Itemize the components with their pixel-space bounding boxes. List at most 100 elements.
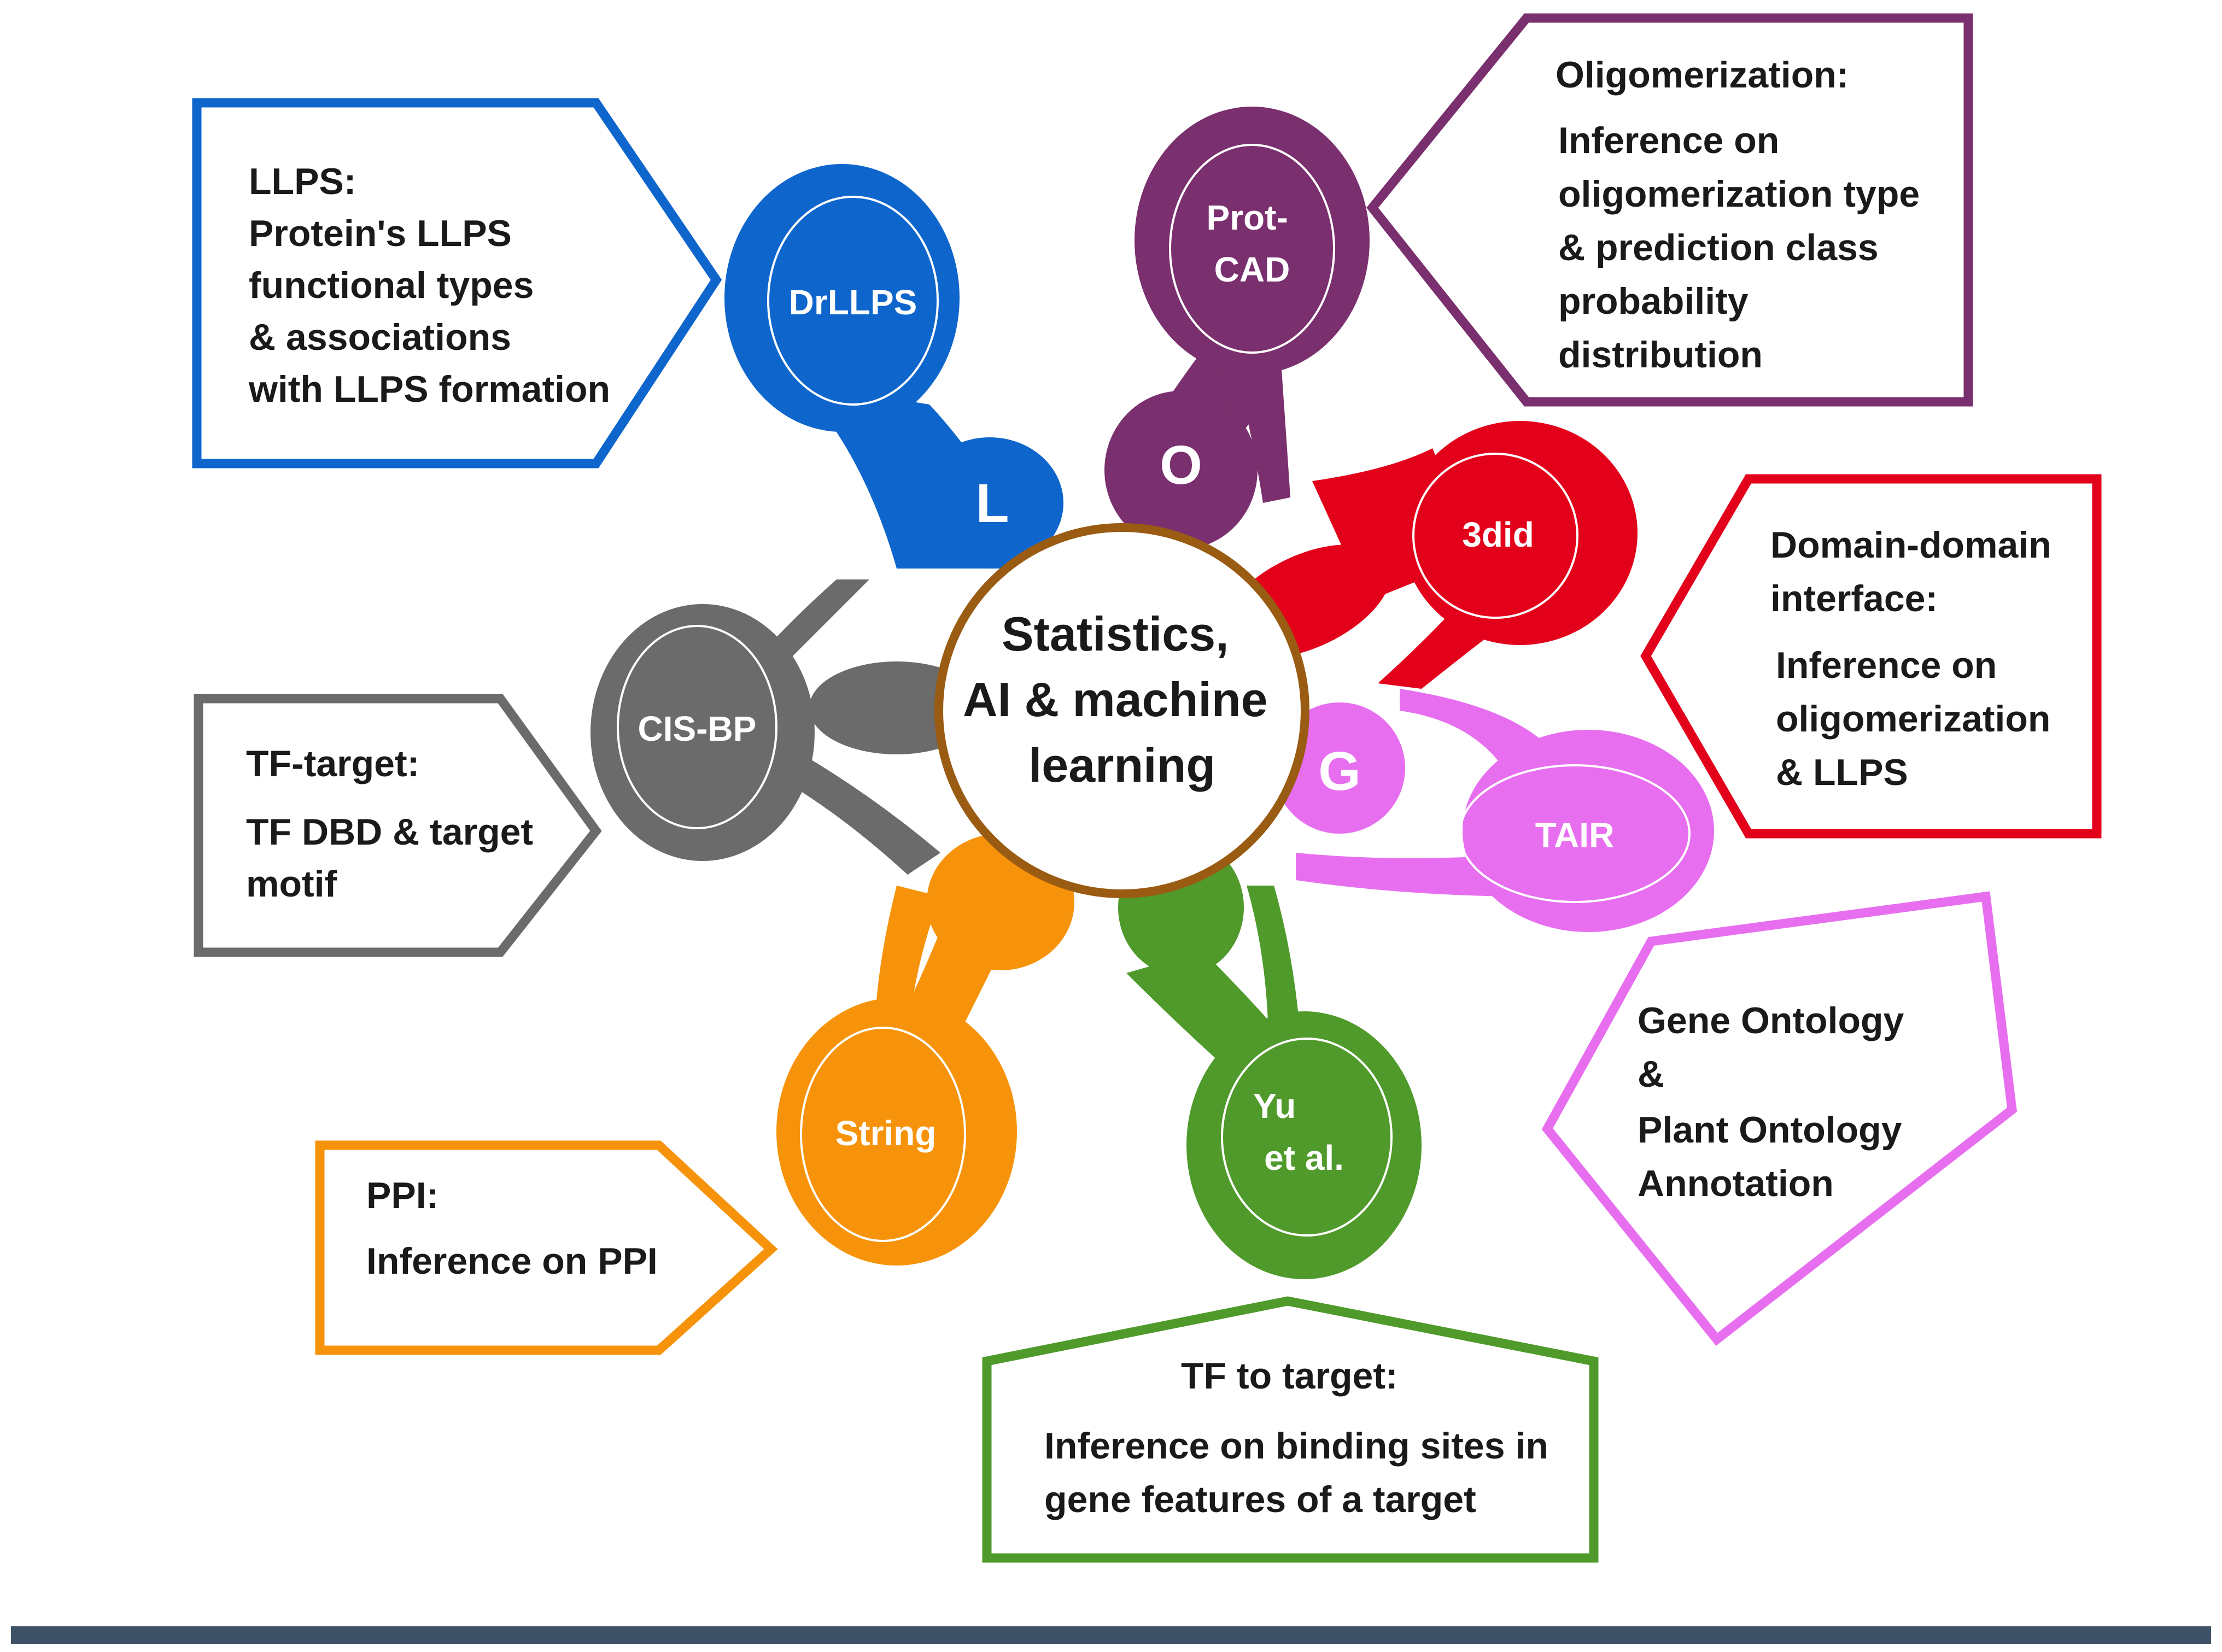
petal-oligo-head xyxy=(1135,107,1370,374)
petal-ppi-label-line: String xyxy=(835,1114,937,1153)
petal-tftarget: CIS-BP xyxy=(590,579,984,875)
box-ppi-text: PPI: Inference on PPI xyxy=(366,1175,658,1282)
petal-llps-head xyxy=(724,164,960,432)
petal-tftarget-stem-lower xyxy=(776,749,940,875)
petal-oligo-label-line: Prot- xyxy=(1206,198,1288,237)
petal-oligo-label-line: CAD xyxy=(1214,250,1290,289)
petal-domain-label: 3did xyxy=(1462,515,1534,554)
box-llps-line: with LLPS formation xyxy=(248,368,610,410)
box-tftarget-line: motif xyxy=(246,863,337,905)
box-go-line: & xyxy=(1638,1053,1664,1095)
box-domain-outline xyxy=(1640,474,2102,839)
box-llps-outline xyxy=(192,98,722,468)
petal-tftarget-label: CIS-BP xyxy=(638,709,757,748)
center-line: Statistics, xyxy=(1002,607,1229,661)
petal-domain-head-ring xyxy=(1412,453,1578,619)
box-domain-line: oligomerization xyxy=(1776,698,2050,740)
petal-llps-label-line: DrLLPS xyxy=(789,283,917,322)
petal-tftarget-label-line: CIS-BP xyxy=(638,709,757,748)
petal-llps-letter: L xyxy=(975,473,1009,534)
center-circle xyxy=(934,523,1309,898)
box-oligo-text: Oligomerization: Inference on oligomeriz… xyxy=(1556,54,1930,376)
petal-tftarget-head-ring xyxy=(617,625,777,829)
petal-llps: DrLLPS L xyxy=(724,164,1063,569)
petal-tf-label-line: et al. xyxy=(1264,1138,1344,1178)
petal-ppi-head xyxy=(776,998,1017,1266)
petal-oligo-inner xyxy=(1104,391,1258,549)
box-tftarget-line: TF DBD & target xyxy=(246,811,533,853)
box-llps-line: & associations xyxy=(249,317,511,358)
box-llps-line: LLPS: xyxy=(249,161,356,202)
center-hub: Statistics, AI & machine learning xyxy=(934,523,1309,898)
box-oligo-line: probability xyxy=(1558,280,1749,322)
box-domain-line: Inference on xyxy=(1776,645,1997,686)
box-tftarget-outline xyxy=(194,694,602,957)
box-oligo-outline xyxy=(1366,13,1973,407)
box-domain-line: & LLPS xyxy=(1776,752,1908,793)
box-ppi-outline xyxy=(315,1140,778,1355)
box-tf-line: gene features of a target xyxy=(1044,1479,1476,1520)
petal-go-head xyxy=(1463,730,1714,932)
box-tf-line: Inference on binding sites in xyxy=(1044,1425,1548,1467)
petal-tf-label-line: Yu xyxy=(1253,1086,1296,1126)
petal-go-label: TAIR xyxy=(1535,816,1615,855)
petal-go-head-ring xyxy=(1459,764,1691,903)
petal-domain-label-line: 3did xyxy=(1462,515,1534,554)
petal-oligo-letter: O xyxy=(1160,435,1202,496)
petal-tf: Yu et al. xyxy=(1118,839,1422,1279)
petal-llps-label: DrLLPS xyxy=(789,283,917,322)
box-tftarget: TF-target: TF DBD & target motif xyxy=(194,694,602,957)
petal-llps-inner xyxy=(916,437,1063,569)
petal-ppi-head-ring xyxy=(800,1027,966,1242)
petal-ppi: String xyxy=(776,834,1074,1266)
petal-oligo-label: Prot- CAD xyxy=(1206,198,1297,289)
box-llps-line: Protein's LLPS xyxy=(249,213,512,254)
petal-go-label-line: TAIR xyxy=(1535,816,1615,855)
petal-oligo-head-ring xyxy=(1169,144,1335,354)
box-domain-line: interface: xyxy=(1770,578,1938,619)
box-domain: Domain-domain interface: Inference on ol… xyxy=(1640,474,2102,839)
box-go-text: Gene Ontology & Plant Ontology Annotatio… xyxy=(1638,1000,1914,1204)
box-oligo-line: & prediction class xyxy=(1558,227,1879,268)
box-domain-line: Domain-domain xyxy=(1770,524,2051,566)
box-go: Gene Ontology & Plant Ontology Annotatio… xyxy=(1541,891,2018,1346)
center-text: Statistics, AI & machine learning xyxy=(963,607,1281,792)
petal-tf-label: Yu et al. xyxy=(1253,1086,1344,1178)
petal-ppi-label: String xyxy=(835,1114,937,1153)
petal-tftarget-head xyxy=(590,604,815,861)
petal-oligo: Prot- CAD O xyxy=(1104,107,1370,549)
box-oligo-line: Oligomerization: xyxy=(1556,54,1849,96)
box-go-outline xyxy=(1541,891,2018,1346)
petal-tf-head-ring xyxy=(1221,1038,1393,1237)
box-go-line: Plant Ontology xyxy=(1638,1109,1902,1151)
box-tftarget-line: TF-target: xyxy=(246,743,419,784)
petal-tf-stem-right xyxy=(1247,886,1301,1050)
petal-go-letter: G xyxy=(1318,741,1361,802)
box-llps-text: LLPS: Protein's LLPS functional types & … xyxy=(248,161,610,410)
box-ppi-line: PPI: xyxy=(366,1175,438,1216)
petal-llps-head-ring xyxy=(767,196,939,406)
footer-bar xyxy=(11,1626,2211,1644)
center-line: AI & machine xyxy=(963,672,1267,727)
box-llps-line: functional types xyxy=(249,265,534,306)
petal-go: TAIR G xyxy=(1274,689,1714,932)
box-domain-text: Domain-domain interface: Inference on ol… xyxy=(1770,524,2062,793)
box-go-line: Annotation xyxy=(1638,1163,1834,1204)
box-tf-line: TF to target: xyxy=(1181,1355,1398,1397)
box-ppi-line: Inference on PPI xyxy=(366,1240,658,1282)
box-tftarget-text: TF-target: TF DBD & target motif xyxy=(246,743,543,905)
box-go-line: Gene Ontology xyxy=(1638,1000,1904,1041)
box-oligo: Oligomerization: Inference on oligomeriz… xyxy=(1366,13,1973,407)
box-tf-text: TF to target: Inference on binding sites… xyxy=(1044,1355,1559,1520)
box-tf-outline xyxy=(982,1296,1599,1563)
petal-domain: 3did xyxy=(1223,421,1638,689)
petal-oligo-stem-right xyxy=(1236,339,1290,503)
box-oligo-line: Inference on xyxy=(1558,120,1779,161)
box-oligo-line: oligomerization type xyxy=(1558,173,1920,215)
box-oligo-line: distribution xyxy=(1558,334,1763,376)
box-llps: LLPS: Protein's LLPS functional types & … xyxy=(192,98,722,468)
box-tf: TF to target: Inference on binding sites… xyxy=(982,1296,1599,1563)
box-ppi: PPI: Inference on PPI xyxy=(315,1140,778,1355)
